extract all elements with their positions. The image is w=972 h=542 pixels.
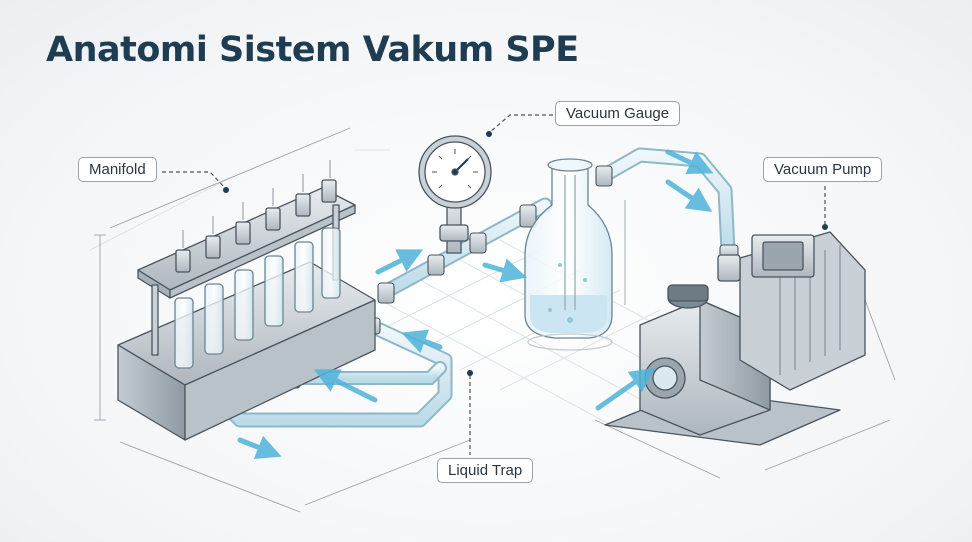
label-vacuum-pump: Vacuum Pump [763, 157, 883, 182]
manifold [117, 160, 376, 441]
callout-leaders [162, 114, 826, 455]
label-manifold: Manifold [78, 157, 157, 182]
liquid-trap [524, 158, 613, 351]
manifold-valves [175, 179, 337, 273]
dimension-lines [94, 127, 896, 513]
label-liquid-trap: Liquid Trap [437, 458, 534, 483]
callout-dots [223, 131, 828, 376]
manifold-columns [174, 227, 341, 369]
flow-arrows [237, 149, 714, 459]
vacuum-pump [604, 231, 866, 446]
label-vacuum-gauge: Vacuum Gauge [555, 101, 681, 126]
page-title: Anatomi Sistem Vakum SPE [46, 30, 579, 70]
vacuum-gauge [418, 135, 492, 254]
